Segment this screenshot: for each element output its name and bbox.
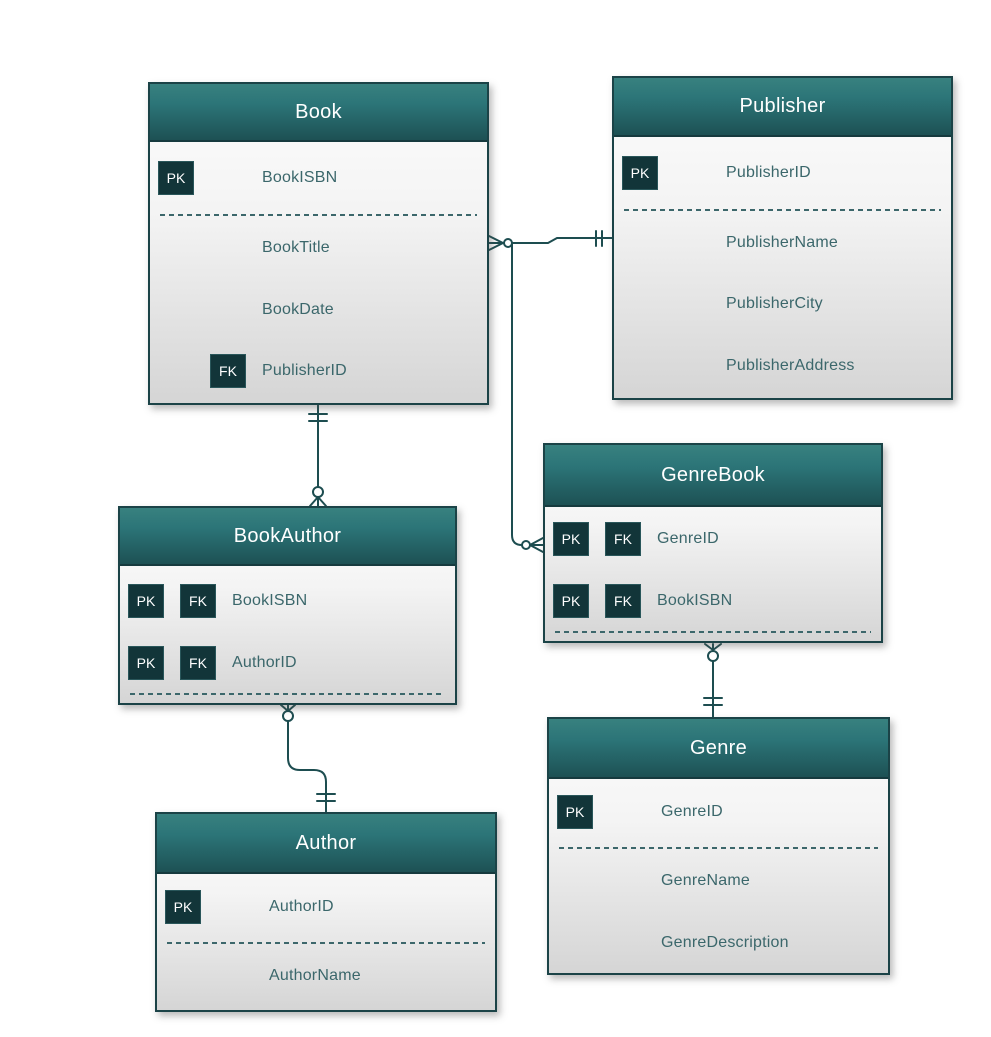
field-genreid: GenreID [657, 530, 719, 547]
field-authorid: AuthorID [232, 654, 297, 671]
field-row: PK AuthorID [157, 890, 495, 924]
entity-book-header: Book [150, 84, 487, 142]
entity-genre-header: Genre [549, 719, 888, 779]
entity-genre[interactable]: Genre PK GenreID GenreName GenreDescript… [547, 717, 890, 975]
entity-author[interactable]: Author PK AuthorID AuthorName [155, 812, 497, 1012]
fk-badge: FK [605, 584, 641, 618]
pk-badge: PK [158, 161, 194, 195]
pk-badge: PK [128, 646, 164, 680]
entity-book[interactable]: Book PK BookISBN BookTitle BookDate FK P… [148, 82, 489, 405]
field-row: BookDate [150, 293, 487, 327]
entity-bookauthor-header: BookAuthor [120, 508, 455, 566]
pk-badge: PK [557, 795, 593, 829]
field-publisheraddress: PublisherAddress [726, 357, 855, 374]
field-publisherid: PublisherID [262, 362, 347, 379]
field-row: PK FK BookISBN [545, 584, 881, 618]
key-separator [167, 942, 485, 944]
field-publisherid: PublisherID [726, 164, 811, 181]
pk-badge: PK [165, 890, 201, 924]
key-separator [624, 209, 941, 211]
entity-author-header: Author [157, 814, 495, 874]
key-separator [555, 631, 871, 633]
connector-book-bookauthor[interactable] [308, 404, 328, 507]
connector-publisher-book[interactable] [488, 230, 613, 251]
field-booktitle: BookTitle [262, 239, 330, 256]
field-bookdate: BookDate [262, 301, 334, 318]
connector-book-genrebook[interactable] [511, 242, 544, 553]
entity-genrebook-title: GenreBook [661, 463, 765, 486]
field-row: PK FK AuthorID [120, 646, 455, 680]
field-genrename: GenreName [661, 872, 750, 889]
field-row: PublisherCity [614, 287, 951, 321]
entity-bookauthor[interactable]: BookAuthor PK FK BookISBN PK FK AuthorID [118, 506, 457, 705]
fk-badge: FK [180, 584, 216, 618]
field-row: GenreName [549, 864, 888, 898]
pk-badge: PK [622, 156, 658, 190]
fk-badge: FK [210, 354, 246, 388]
fk-badge: FK [180, 646, 216, 680]
field-genreid: GenreID [661, 803, 723, 820]
field-publishercity: PublisherCity [726, 295, 823, 312]
pk-badge: PK [553, 522, 589, 556]
field-authorname: AuthorName [269, 967, 361, 984]
entity-genrebook-header: GenreBook [545, 445, 881, 507]
field-bookisbn: BookISBN [657, 592, 733, 609]
entity-publisher[interactable]: Publisher PK PublisherID PublisherName P… [612, 76, 953, 400]
field-row: PK GenreID [549, 795, 888, 829]
field-row: PK FK GenreID [545, 522, 881, 556]
field-row: FK PublisherID [150, 354, 487, 388]
fk-badge: FK [605, 522, 641, 556]
field-row: BookTitle [150, 231, 487, 265]
entity-author-title: Author [295, 831, 357, 854]
field-row: PublisherName [614, 226, 951, 260]
connector-genrebook-genre[interactable] [703, 643, 723, 718]
entity-bookauthor-title: BookAuthor [233, 524, 342, 547]
entity-genre-title: Genre [689, 736, 748, 759]
pk-badge: PK [128, 584, 164, 618]
entity-book-title: Book [295, 100, 342, 123]
entity-genrebook[interactable]: GenreBook PK FK GenreID PK FK BookISBN [543, 443, 883, 643]
field-row: PK BookISBN [150, 161, 487, 195]
field-publishername: PublisherName [726, 234, 838, 251]
field-row: GenreDescription [549, 926, 888, 960]
field-row: PublisherAddress [614, 349, 951, 383]
field-authorid: AuthorID [269, 898, 334, 915]
connector-bookauthor-author[interactable] [280, 704, 336, 813]
field-genredescription: GenreDescription [661, 934, 789, 951]
field-row: AuthorName [157, 959, 495, 993]
key-separator [130, 693, 445, 695]
field-row: PK FK BookISBN [120, 584, 455, 618]
field-bookisbn: BookISBN [262, 169, 338, 186]
pk-badge: PK [553, 584, 589, 618]
field-row: PK PublisherID [614, 156, 951, 190]
entity-publisher-header: Publisher [614, 78, 951, 137]
entity-publisher-title: Publisher [739, 95, 826, 117]
key-separator [160, 214, 477, 216]
key-separator [559, 847, 878, 849]
field-bookisbn: BookISBN [232, 592, 308, 609]
